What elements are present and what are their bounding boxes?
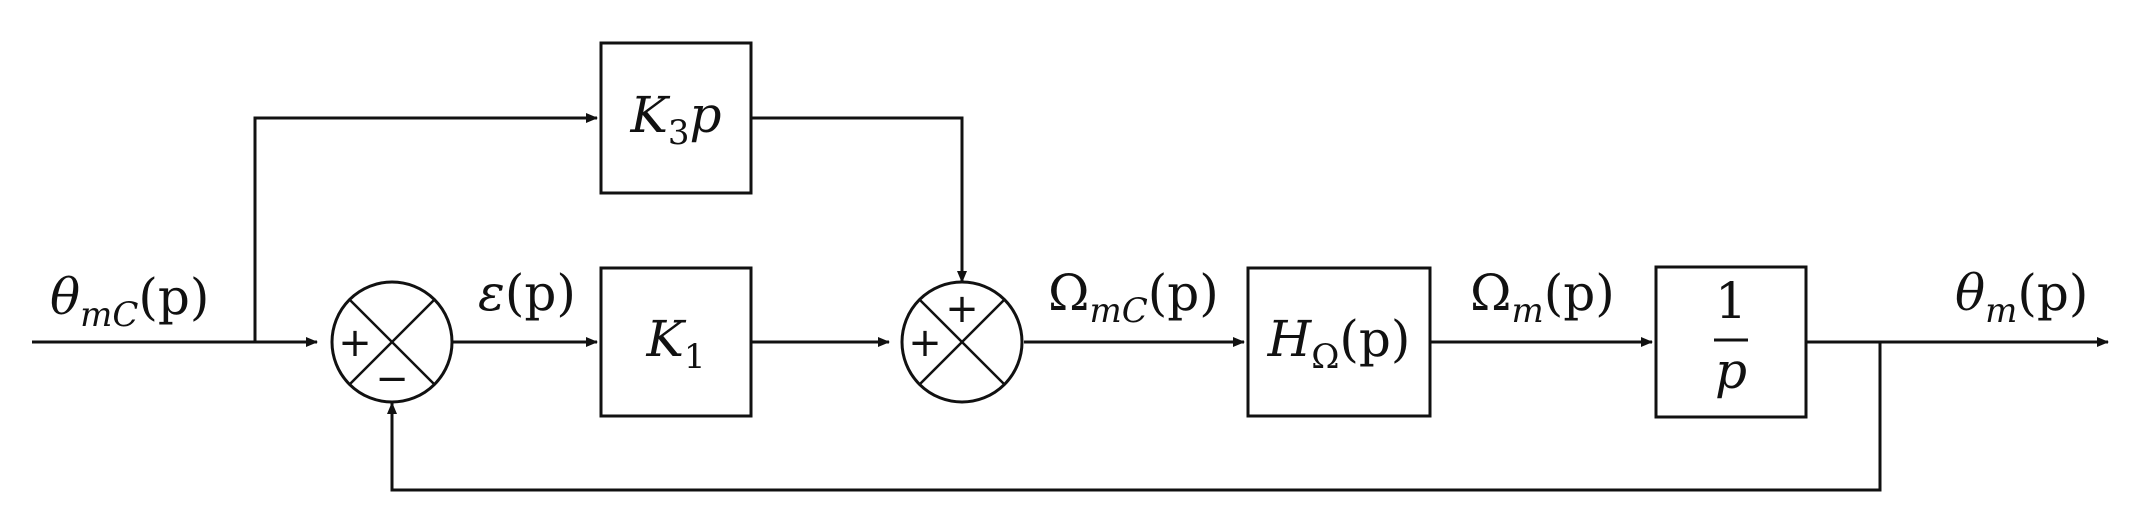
summing-point-2: + +	[900, 280, 1024, 404]
k3p-to-sum2-wire	[751, 116, 967, 283]
sum1-minus-sign: −	[375, 356, 409, 402]
h-omega-subscript: Ω	[1311, 337, 1339, 377]
svg-text:K1: K1	[646, 310, 706, 377]
h-omega-base: H	[1267, 310, 1313, 368]
k3p-subscript: 3	[668, 113, 690, 153]
block-h-omega: HΩ(p)	[1246, 266, 1432, 418]
h-omega-argument: (p)	[1339, 310, 1410, 368]
integrator-denominator: p	[1715, 342, 1747, 400]
sum2-left-plus-sign: +	[908, 320, 942, 366]
k3p-base: K	[629, 86, 670, 144]
block-k3p: K3p	[599, 41, 753, 195]
label-output-signal: θm(p)	[1955, 264, 2088, 331]
label-speed-signal: Ωm(p)	[1470, 264, 1615, 331]
block-integrator: 1 p	[1654, 265, 1808, 419]
summing-point-1: + −	[330, 280, 454, 404]
feedforward-wire-to-k3p	[253, 113, 598, 342]
label-error-signal: ε(p)	[478, 264, 576, 322]
k1-base: K	[646, 310, 687, 368]
feedback-wire	[387, 342, 1882, 492]
k3p-variable: p	[689, 86, 721, 144]
sum1-plus-sign: +	[338, 320, 372, 366]
sum2-top-plus-sign: +	[945, 286, 979, 332]
svg-text:K3p: K3p	[629, 86, 721, 153]
block-k1: K1	[599, 266, 753, 418]
label-input-signal: θmC(p)	[50, 268, 209, 335]
label-speed-command-signal: ΩmC(p)	[1048, 264, 1219, 331]
integrator-numerator: 1	[1715, 272, 1747, 330]
k1-subscript: 1	[684, 337, 706, 377]
svg-text:HΩ(p): HΩ(p)	[1267, 310, 1411, 377]
